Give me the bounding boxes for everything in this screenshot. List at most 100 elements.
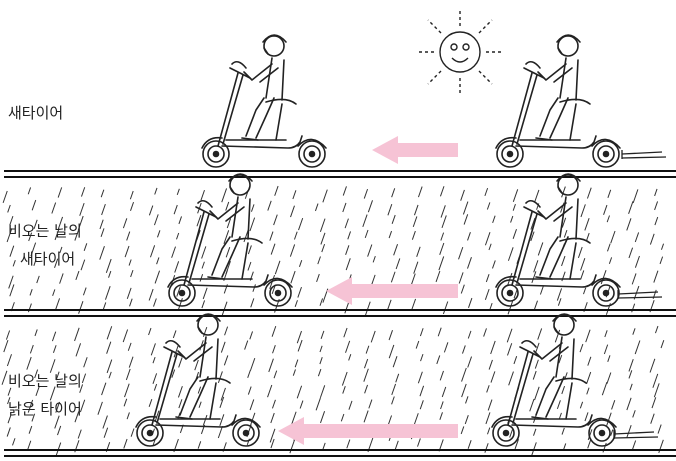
rain-streak [627,218,631,230]
rain-streak [412,231,415,240]
rain-streak [101,190,104,198]
rain-streak [488,400,492,411]
rain-streak [274,371,277,379]
rain-streak [650,359,655,373]
rain-streak [248,387,251,395]
rain-streak [10,284,14,296]
rain-streak [484,328,487,336]
rain-streak [660,257,663,264]
rain-streak [441,233,444,241]
rain-streak [123,329,127,342]
rain-streak [511,216,513,222]
rain-streak [587,188,591,199]
rain-streak [468,232,471,240]
rain-streak [629,248,633,258]
rain-streak [248,370,251,378]
rain-streak [420,328,423,336]
rain-streak [364,411,368,423]
rain-streak [414,205,418,215]
rain-streak [222,302,227,315]
rain-streak [535,190,539,202]
rain-streak [100,220,103,229]
rain-streak [290,244,294,256]
rain-streak [123,218,126,228]
rain-streak [13,260,15,266]
rain-streak [562,256,565,266]
rain-streak [607,244,610,252]
rain-streak [179,216,182,223]
rain-streak [364,359,367,368]
rain-streak [562,428,564,435]
rain-streak [102,204,106,215]
rain-streak [218,371,222,382]
rain-streak [535,387,540,400]
rain-streak [202,262,204,269]
rain-streak [583,288,585,294]
rain-streak [485,443,488,452]
rain-streak [513,204,515,211]
rain-streak [587,388,589,395]
rain-streak [420,386,424,396]
panel-label: 비오는 날의 [8,222,82,240]
rain-streak [538,328,542,339]
rain-streak [491,371,495,382]
rain-streak [485,232,490,245]
rain-streak [414,413,418,426]
rain-streak [100,246,105,259]
rain-streak [76,271,79,280]
rain-streak [633,189,638,203]
rain-streak [658,425,661,434]
rain-streak [392,384,396,395]
rain-streak [274,215,278,225]
rain-streak [461,426,464,433]
rain-streak [651,414,655,424]
rain-streak [346,245,349,255]
rain-streak [154,214,158,225]
rain-streak [58,187,62,197]
rain-streak [153,373,157,383]
rain-streak [459,272,463,283]
rain-streak [464,214,468,224]
rain-streak [150,245,154,257]
rain-streak [174,205,177,214]
rain-streak [652,397,656,408]
rain-streak [268,385,272,397]
panel-label: 새타이어 [20,250,75,268]
rain-streak [269,359,274,372]
rain-streak [438,328,441,337]
rain-streak [343,386,346,393]
rain-streak [461,285,464,294]
rain-streak [27,357,31,370]
rain-streak [320,385,324,398]
rain-streak [436,271,440,282]
rain-streak [467,257,471,268]
rain-streak [441,401,444,409]
rain-streak [178,386,182,397]
panel-new-tire: 새타이어 [8,8,666,167]
rain-streak [587,233,590,240]
rain-streak [323,443,325,450]
rain-streak [293,369,295,375]
panel-label: 새타이어 [8,104,63,122]
scooter-rider-start [496,174,620,306]
rain-streak [612,400,615,409]
braking-arrow-long [304,424,458,438]
rain-streak [421,354,423,361]
rain-streak [125,384,130,397]
rain-streak [632,273,636,284]
rain-streak [392,397,395,405]
rain-streak [607,215,609,222]
rain-streak [486,412,490,424]
rain-streak [661,244,663,250]
rain-streak [199,402,201,408]
rain-streak [125,246,129,257]
rain-streak [251,298,254,307]
rain-streak [349,401,352,410]
rain-streak [440,186,444,196]
rain-streak [417,247,420,257]
rain-streak [389,345,394,358]
rain-streak [444,342,448,352]
rain-streak [607,372,611,383]
rain-streak [299,218,303,230]
rain-streak [608,355,610,361]
